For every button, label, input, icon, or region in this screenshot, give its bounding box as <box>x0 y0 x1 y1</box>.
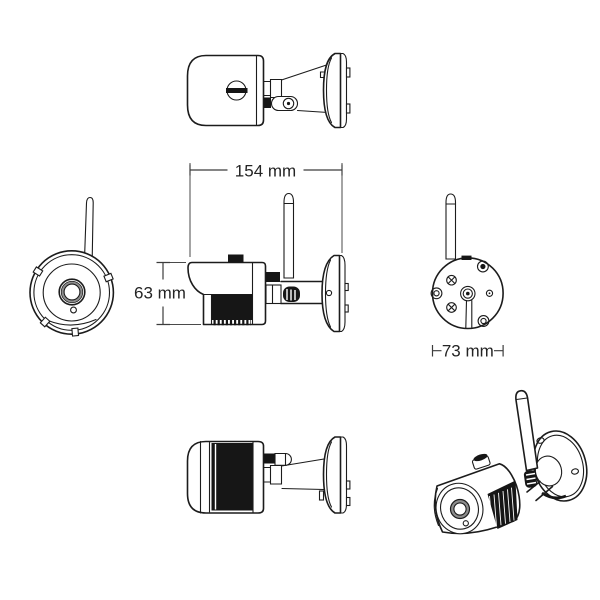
top-base-cap <box>339 52 348 129</box>
front-outer-rim <box>29 250 115 336</box>
bottom-base-notch-2 <box>345 496 351 507</box>
persp-front-lip <box>433 487 440 527</box>
front-lens-mid <box>60 280 84 304</box>
front-rim-tab-3 <box>71 327 80 337</box>
top-base-notch-2 <box>345 103 351 114</box>
rear-view: 73 mm <box>430 193 504 361</box>
side-base-inner-curve <box>324 259 332 328</box>
rear-hub-mid <box>462 288 473 299</box>
rear-screw-1 <box>446 274 457 286</box>
rear-hub-outer <box>460 285 476 302</box>
side-base-notch-1 <box>344 282 349 292</box>
bottom-base-cap <box>339 436 348 514</box>
dimension-length-line <box>189 164 343 176</box>
bottom-base-clip <box>318 490 325 501</box>
rear-wedge-lines <box>465 299 473 329</box>
dimension-height-line <box>156 261 170 326</box>
dimension-height-label: 63 mm <box>134 284 186 303</box>
side-antenna-collar <box>265 272 280 282</box>
front-face-circle <box>42 263 101 322</box>
side-base-plate <box>321 254 341 333</box>
bottom-base-notch-1 <box>345 480 351 490</box>
rear-hub-dot <box>466 291 470 296</box>
side-base-notch-2 <box>344 304 349 313</box>
persp-lens-outer <box>449 498 471 520</box>
top-pivot-dot <box>286 101 291 106</box>
front-antenna <box>83 196 94 260</box>
top-body <box>186 54 265 127</box>
bottom-antenna-socket <box>274 452 292 466</box>
dimension-length: 154 mm <box>189 162 343 257</box>
dimension-height-extension-lines <box>170 262 201 325</box>
side-knurl-ridges <box>286 289 296 301</box>
perspective-view <box>433 389 588 535</box>
persp-lens-ring <box>451 500 469 518</box>
front-lens-thread-ring <box>61 281 83 303</box>
front-rim-tab-1 <box>32 266 44 277</box>
rear-small-port <box>485 289 494 297</box>
top-base-clip <box>319 71 325 79</box>
persp-front-face <box>435 482 484 535</box>
bottom-base-inner-curve <box>325 441 333 508</box>
persp-led-dot <box>462 520 469 527</box>
bottom-body-lines <box>199 440 254 514</box>
dimension-length-label: 154 mm <box>235 162 296 181</box>
bottom-connector <box>262 464 283 485</box>
dimension-base-width-line <box>431 345 504 357</box>
top-hinge-housing <box>270 95 299 112</box>
persp-antenna-tip-line <box>515 397 528 401</box>
front-rim-tab-2 <box>103 272 114 283</box>
dimension-height: 63 mm <box>134 261 201 326</box>
front-lens-outer <box>58 278 86 306</box>
persp-knurl-ridges <box>489 487 515 528</box>
rear-screw-2 <box>446 302 457 313</box>
side-arm-lines <box>280 280 323 305</box>
top-hinge-block <box>259 97 271 108</box>
bottom-view <box>186 436 351 514</box>
top-view <box>186 52 351 129</box>
rear-antenna <box>445 193 457 260</box>
persp-hub <box>534 455 563 487</box>
rear-small-port-dot <box>488 292 491 295</box>
front-rim-tab-4 <box>39 316 51 328</box>
dimension-length-extension-lines <box>189 163 343 257</box>
front-bottom-chord <box>47 318 97 326</box>
persp-top-knob-cap <box>473 453 488 462</box>
persp-antenna <box>515 389 539 472</box>
bottom-antenna-collar <box>263 453 275 464</box>
side-base-cap <box>338 254 346 333</box>
dimension-base-width: 73 mm <box>431 342 504 361</box>
persp-front-face-inner <box>440 487 479 530</box>
front-view <box>29 196 115 337</box>
dimension-base-width-label: 73 mm <box>442 342 494 361</box>
persp-antenna-knurl-ridges <box>525 472 537 485</box>
persp-base-hole-1 <box>536 437 545 444</box>
side-antenna <box>283 192 295 279</box>
top-arm-outline <box>280 63 329 114</box>
side-sunshade <box>211 294 253 320</box>
rear-top-tick <box>461 255 472 260</box>
top-screw-slot <box>226 88 248 93</box>
bottom-sunshade <box>211 443 253 511</box>
top-pivot <box>282 97 295 110</box>
persp-lens-inner <box>453 502 467 516</box>
persp-base-hole-2 <box>571 468 579 475</box>
side-view: 154 mm 63 mm <box>134 162 349 333</box>
top-base-inner-curve <box>325 57 333 124</box>
top-base-notch-1 <box>345 67 351 78</box>
front-lens-inner <box>63 283 81 301</box>
rear-mount-ears <box>430 260 490 327</box>
side-base-hole <box>325 289 333 297</box>
front-led-dot <box>70 306 77 314</box>
top-connector <box>262 78 283 99</box>
side-top-knob <box>228 254 244 263</box>
